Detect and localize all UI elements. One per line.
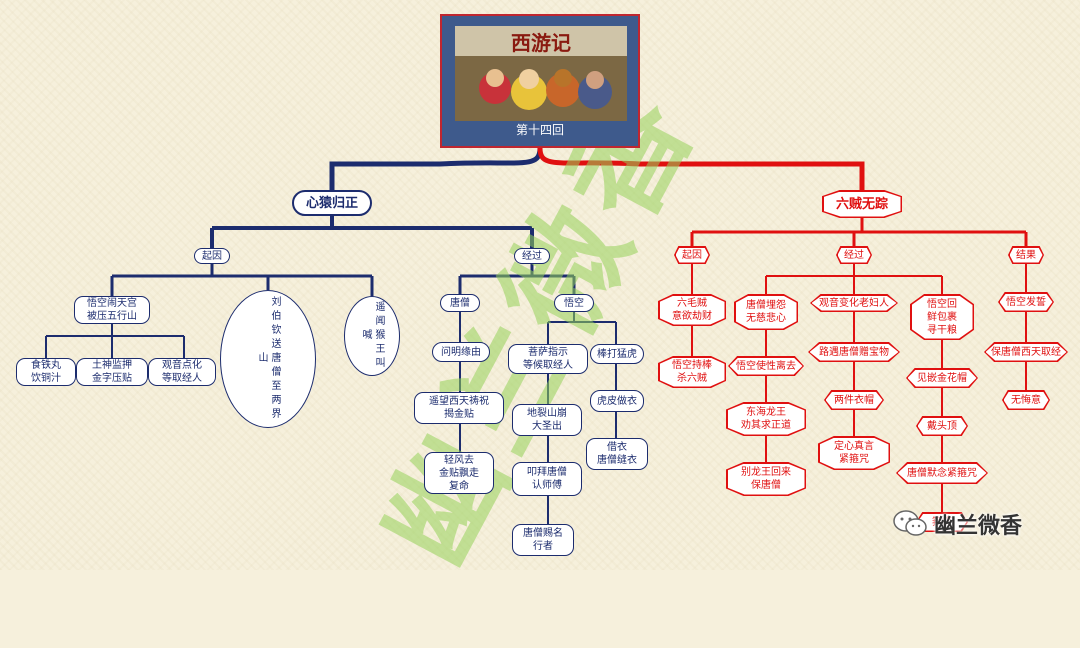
left-cause-sub-3[interactable]: 观音点化 等取经人 xyxy=(148,358,216,386)
right-result-step-1[interactable]: 悟空发誓 xyxy=(998,292,1054,312)
right-c3-step-4[interactable]: 唐僧默念紧箍咒 xyxy=(896,462,988,484)
tang-node[interactable]: 唐僧 xyxy=(440,294,480,312)
wukong-node[interactable]: 悟空 xyxy=(554,294,594,312)
left-cause-item-2[interactable]: 刘伯钦送唐僧至两界山 xyxy=(220,290,316,428)
poster-logo: 西游记 xyxy=(511,31,571,55)
wukong-a-step-2[interactable]: 地裂山崩 大圣出 xyxy=(512,404,582,436)
tang-step-3[interactable]: 轻风去 金贴飘走 复命 xyxy=(424,452,494,494)
right-cause-label[interactable]: 起因 xyxy=(674,246,710,264)
right-c3-step-2[interactable]: 见嵌金花帽 xyxy=(906,368,978,388)
wukong-b-step-1[interactable]: 棒打猛虎 xyxy=(590,344,644,364)
right-c2-step-4[interactable]: 定心真言 紧箍咒 xyxy=(818,436,890,470)
left-cause-label[interactable]: 起因 xyxy=(194,248,230,264)
brand-text: 幽兰微香 xyxy=(934,514,1023,539)
right-c1-step-4[interactable]: 别龙王回来 保唐僧 xyxy=(726,462,806,496)
left-cause-sub-2[interactable]: 土神监押 金字压贴 xyxy=(76,358,148,386)
connector-lines xyxy=(45,147,1028,524)
right-c3-step-1[interactable]: 悟空回 鲜包裹 寻干粮 xyxy=(910,294,974,340)
root-title: 第十四回 xyxy=(515,123,564,137)
branch-right-node[interactable]: 六贼无踪 xyxy=(822,190,902,218)
right-c1-step-3[interactable]: 东海龙王 劝其求正道 xyxy=(726,402,806,436)
right-c3-step-3[interactable]: 戴头顶 xyxy=(916,416,968,436)
right-cause-step-1[interactable]: 六毛贼 意欲劫财 xyxy=(658,294,726,326)
wukong-a-step-3[interactable]: 叩拜唐僧 认师傅 xyxy=(512,462,582,496)
journey-west-poster-image: 西游记 xyxy=(455,26,627,121)
left-process-label[interactable]: 经过 xyxy=(514,248,550,264)
left-cause-item-1[interactable]: 悟空闹天宫 被压五行山 xyxy=(74,296,150,324)
wukong-a-step-4[interactable]: 唐僧赐名 行者 xyxy=(512,524,574,556)
right-result-step-3[interactable]: 无悔意 xyxy=(1002,390,1050,410)
branch-left-node[interactable]: 心猿归正 xyxy=(292,190,372,216)
right-c1-step-1[interactable]: 唐僧埋怨 无慈悲心 xyxy=(734,294,798,330)
right-process-label[interactable]: 经过 xyxy=(836,246,872,264)
wukong-b-step-3[interactable]: 借衣 唐僧缝衣 xyxy=(586,438,648,470)
brand-watermark: 幽兰微香 xyxy=(892,508,1022,540)
right-c2-step-2[interactable]: 路遇唐僧赠宝物 xyxy=(808,342,900,362)
wukong-b-step-2[interactable]: 虎皮做衣 xyxy=(590,390,644,412)
right-c2-step-3[interactable]: 两件衣帽 xyxy=(824,390,884,410)
right-cause-step-2[interactable]: 悟空持棒 杀六贼 xyxy=(658,356,726,388)
right-c3-step-5[interactable]: 箍痛 xyxy=(916,512,968,532)
tang-step-2[interactable]: 遥望西天祷祝 揭金贴 xyxy=(414,392,504,424)
root-node[interactable]: 西游记 第十四回 xyxy=(440,14,640,148)
right-c2-step-1[interactable]: 观音变化老妇人 xyxy=(810,294,898,312)
tang-step-1[interactable]: 问明缘由 xyxy=(432,342,490,362)
left-cause-item-3[interactable]: 遥闻猴王叫喊 xyxy=(344,296,400,376)
wukong-a-step-1[interactable]: 菩萨指示 等候取经人 xyxy=(508,344,588,374)
right-c1-step-2[interactable]: 悟空使性离去 xyxy=(728,356,804,376)
right-result-step-2[interactable]: 保唐僧西天取经 xyxy=(984,342,1068,362)
right-result-label[interactable]: 结果 xyxy=(1008,246,1044,264)
left-cause-sub-1[interactable]: 食铁丸 饮铜汁 xyxy=(16,358,76,386)
wechat-icon xyxy=(893,510,927,536)
